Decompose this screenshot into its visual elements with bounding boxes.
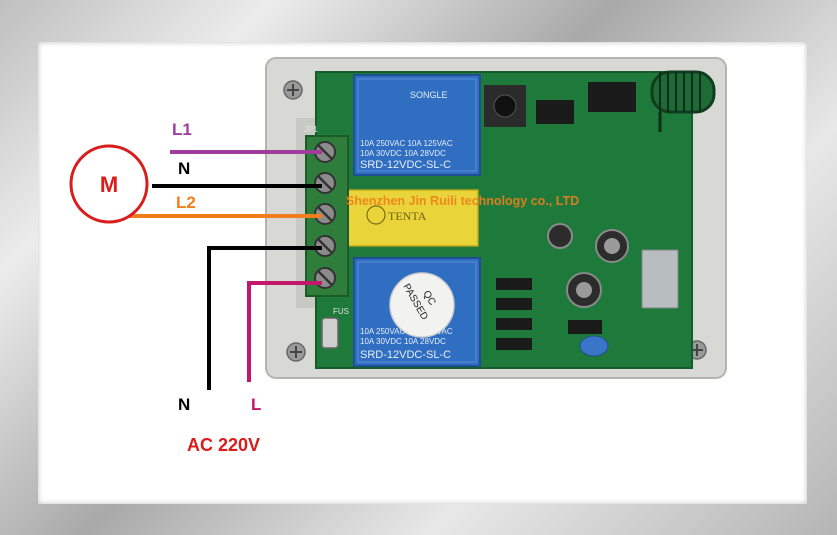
svg-text:10A 30VDC 10A 28VDC: 10A 30VDC 10A 28VDC [360,337,446,346]
motor-symbol: M [69,144,149,224]
electrolytic-capacitor [547,223,573,249]
ceramic-capacitor [579,335,609,357]
supply-label: AC 220V [187,435,261,455]
label-l1: L1 [172,120,192,139]
terminal-screw-icon [314,141,336,163]
label-l2: L2 [176,193,196,212]
electrolytic-capacitor [566,272,602,308]
antenna-coil-icon [650,70,716,132]
wire-n-supply [207,246,322,390]
housing-screw-icon [286,342,306,362]
svg-text:10A 250VAC 10A 125VAC: 10A 250VAC 10A 125VAC [360,139,453,148]
terminal-screw-icon [314,172,336,194]
fuse: FUS [321,307,349,349]
wire-l-supply [247,281,322,382]
electrolytic-capacitor [595,229,629,263]
svg-text:SRD-12VDC-SL-C: SRD-12VDC-SL-C [360,349,451,361]
diode [568,320,602,334]
diode [496,278,532,290]
svg-text:FUS: FUS [333,307,349,316]
relay-top: SONGLE 10A 250VAC 10A 125VAC 10A 30VDC 1… [353,74,481,176]
motor-label: M [100,172,118,197]
watermark-text: Shenzhen Jin Ruili technology co., LTD [346,194,579,208]
svg-text:JP1: JP1 [304,125,318,134]
svg-text:TENTA: TENTA [388,209,427,223]
label-n-bottom: N [178,395,191,414]
svg-text:SRD-12VDC-SL-C: SRD-12VDC-SL-C [360,159,451,171]
qc-passed-sticker: QC PASSED [389,272,455,338]
label-n-top: N [178,159,191,178]
terminal-screw-icon [314,235,336,257]
svg-text:10A 30VDC 10A 28VDC: 10A 30VDC 10A 28VDC [360,149,446,158]
crystal-oscillator [641,249,679,309]
diode [496,318,532,330]
housing-screw-icon [283,80,303,100]
svg-text:SONGLE: SONGLE [410,90,448,100]
push-button [484,85,526,127]
diode [496,338,532,350]
ic-chip [588,82,636,112]
diode [496,298,532,310]
label-l-bottom: L [251,395,262,414]
ic-chip [536,100,574,124]
